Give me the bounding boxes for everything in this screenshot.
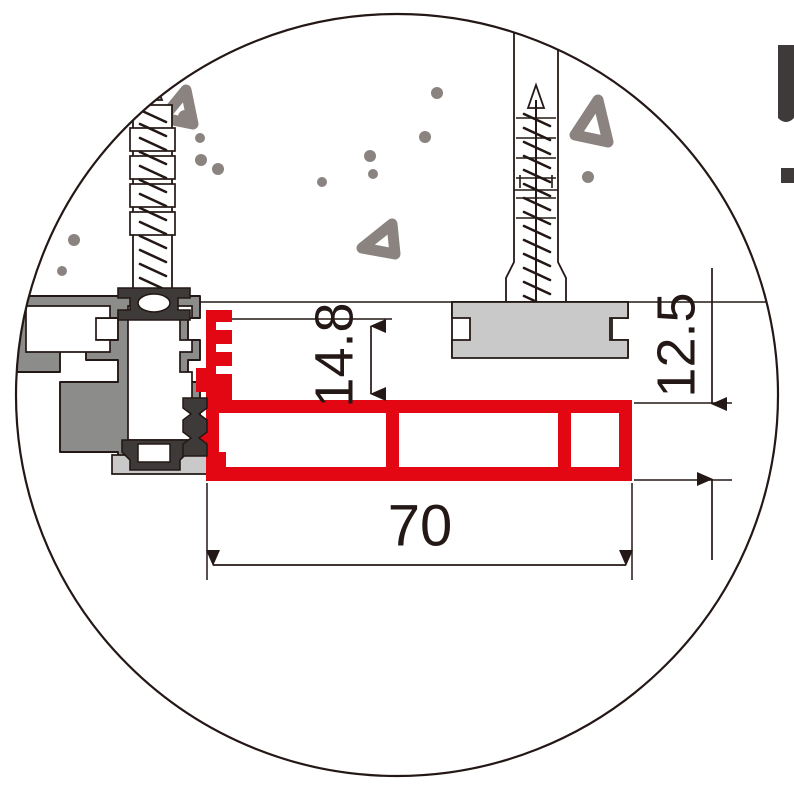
cropped-glyph-upper (778, 45, 794, 122)
screw-head-washer (117, 287, 191, 321)
dimension-14-8: 14.8 (232, 302, 392, 408)
concrete-anchor-block (451, 301, 629, 359)
dimension-label-12-5: 12.5 (646, 292, 706, 397)
dimension-label-14-8: 14.8 (304, 302, 364, 407)
dimension-70: 70 (206, 483, 633, 580)
dimension-12-5: 12.5 (634, 268, 732, 560)
aggregate-triangle-markers (157, 84, 614, 260)
dimension-label-70: 70 (388, 493, 453, 558)
detail-view-circle (14, 12, 780, 778)
lower-clamp-nut (121, 439, 189, 471)
cropped-glyph-lower (781, 168, 794, 183)
detail-circle-contents (16, 24, 778, 481)
sleeve-thread-marks (516, 117, 556, 219)
cropped-edge-glyph-group (778, 45, 794, 183)
gasket-seal (182, 397, 208, 457)
red-pvc-sill-profile (196, 310, 632, 481)
